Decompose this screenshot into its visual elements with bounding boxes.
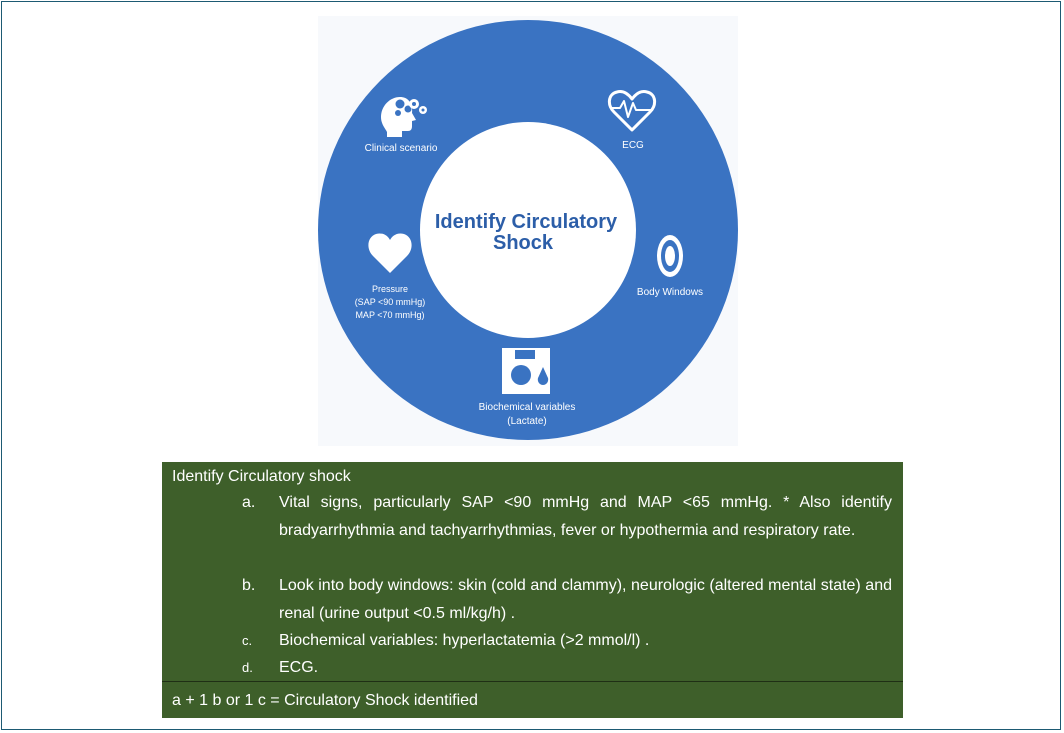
center-title-line2: Shock (493, 232, 554, 254)
criteria-item-d: d. ECG. (242, 654, 892, 682)
center-circle (420, 122, 636, 338)
heart-icon (368, 233, 412, 273)
item-text: Vital signs, particularly SAP <90 mmHg a… (279, 494, 892, 539)
item-marker: d. (242, 660, 253, 675)
panel-title: Identify Circulatory shock (172, 468, 351, 485)
criteria-item-a: a. Vital signs, particularly SAP <90 mmH… (242, 489, 892, 544)
center-title-line1: Identify Circulatory (435, 211, 618, 233)
head-gears-icon (381, 97, 427, 137)
biochemical-label-line2: (Lactate) (507, 416, 546, 427)
item-text: Biochemical variables: hyperlactatemia (… (279, 632, 650, 649)
eye-window-icon (657, 235, 683, 277)
item-text: Look into body windows: skin (cold and c… (279, 577, 892, 622)
circulatory-shock-diagram: Identify Circulatory Shock Clinical scen… (318, 20, 738, 440)
pressure-label-line3: MAP <70 mmHg) (355, 310, 424, 320)
item-marker: b. (242, 577, 256, 594)
item-marker: c. (242, 633, 253, 648)
item-marker: a. (242, 494, 256, 511)
criteria-panel: Identify Circulatory shock a. Vital sign… (162, 462, 903, 718)
blood-sample-icon (502, 348, 550, 394)
body-windows-label: Body Windows (637, 287, 703, 298)
panel-divider (162, 681, 903, 682)
pressure-label-line2: (SAP <90 mmHg) (355, 297, 426, 307)
biochemical-label-line1: Biochemical variables (479, 402, 576, 413)
item-text: ECG. (279, 659, 319, 676)
ecg-label: ECG (622, 140, 644, 151)
heart-ecg-icon (608, 90, 656, 132)
panel-footer: a + 1 b or 1 c = Circulatory Shock ident… (172, 692, 478, 709)
pressure-label-line1: Pressure (372, 284, 408, 294)
clinical-scenario-label: Clinical scenario (365, 143, 438, 154)
criteria-item-c: c. Biochemical variables: hyperlactatemi… (242, 627, 892, 655)
criteria-item-b: b. Look into body windows: skin (cold an… (242, 572, 892, 627)
